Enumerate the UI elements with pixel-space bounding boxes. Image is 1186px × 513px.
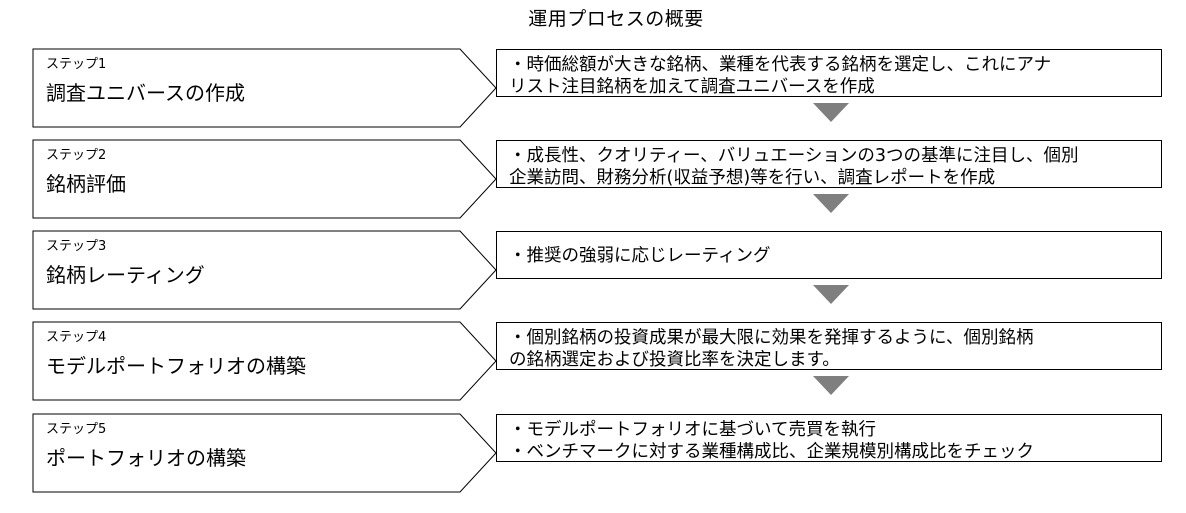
step-pentagon-shape: [32, 139, 497, 219]
step-pentagon: ステップ5 ポートフォリオの構築: [32, 413, 497, 493]
diagram-title: 運用プロセスの概要: [0, 4, 1186, 31]
step-pentagon-outline: [32, 321, 497, 401]
step-description-line: リスト注目銘柄を加えて調査ユニバースを作成: [509, 77, 875, 97]
step-name: モデルポートフォリオの構築: [46, 354, 306, 378]
down-arrow-icon: [813, 376, 849, 395]
down-arrow-icon: [813, 103, 849, 122]
step-pentagon-shape: [32, 48, 497, 128]
step-description-line: の銘柄選定および投資比率を決定します。: [509, 350, 840, 370]
step-pentagon-outline: [32, 139, 497, 219]
step-row: ステップ2 銘柄評価 ・成長性、クオリティー、バリュエーションの3つの基準に注目し、…: [0, 139, 1186, 219]
step-description-line: ・ベンチマークに対する業種構成比、企業規模別構成比をチェック: [509, 442, 1034, 462]
step-name: ポートフォリオの構築: [46, 446, 246, 470]
step-description-box: ・モデルポートフォリオに基づいて売買を執行・ベンチマークに対する業種構成比、企業…: [496, 414, 1162, 462]
step-description-line: ・推奨の強弱に応じレーティング: [509, 246, 771, 266]
step-pentagon-outline: [32, 413, 497, 493]
step-description-line: ・成長性、クオリティー、バリュエーションの3つの基準に注目し、個別: [509, 146, 1079, 166]
step-name: 調査ユニバースの作成: [46, 81, 245, 105]
step-pentagon-shape: [32, 230, 497, 310]
step-description-box: ・時価総額が大きな銘柄、業種を代表する銘柄を選定し、これにアナリスト注目銘柄を加…: [496, 49, 1162, 97]
step-pentagon: ステップ4 モデルポートフォリオの構築: [32, 321, 497, 401]
step-label: ステップ2: [46, 148, 107, 163]
step-label: ステップ5: [46, 422, 107, 437]
down-arrow-shape: [813, 103, 849, 122]
step-description-line: ・モデルポートフォリオに基づいて売買を執行: [509, 420, 876, 440]
step-pentagon: ステップ3 銘柄レーティング: [32, 230, 497, 310]
step-pentagon-shape: [32, 321, 497, 401]
step-description-box: ・推奨の強弱に応じレーティング: [496, 231, 1162, 279]
step-description-line: ・時価総額が大きな銘柄、業種を代表する銘柄を選定し、これにアナ: [509, 55, 1052, 75]
step-pentagon-outline: [32, 230, 497, 310]
step-description-box: ・成長性、クオリティー、バリュエーションの3つの基準に注目し、個別企業訪問、財務…: [496, 140, 1162, 188]
step-label: ステップ4: [46, 330, 107, 345]
down-arrow-icon: [813, 285, 849, 304]
step-pentagon-shape: [32, 413, 497, 493]
step-row: ステップ1 調査ユニバースの作成 ・時価総額が大きな銘柄、業種を代表する銘柄を選定し…: [0, 48, 1186, 128]
down-arrow-shape: [813, 194, 849, 213]
step-pentagon-outline: [32, 48, 497, 128]
step-label: ステップ3: [46, 239, 107, 254]
step-row: ステップ4 モデルポートフォリオの構築 ・個別銘柄の投資成果が最大限に効果を発揮する…: [0, 321, 1186, 401]
down-arrow-shape: [813, 285, 849, 304]
step-description-box: ・個別銘柄の投資成果が最大限に効果を発揮するように、個別銘柄の銘柄選定および投資…: [496, 322, 1162, 370]
down-arrow-shape: [813, 376, 849, 395]
step-description-line: ・個別銘柄の投資成果が最大限に効果を発揮するように、個別銘柄: [509, 328, 1034, 348]
step-row: ステップ5 ポートフォリオの構築 ・モデルポートフォリオに基づいて売買を執行・ベンチ…: [0, 413, 1186, 493]
step-name: 銘柄レーティング: [46, 263, 205, 287]
step-row: ステップ3 銘柄レーティング ・推奨の強弱に応じレーティング: [0, 230, 1186, 310]
step-label: ステップ1: [46, 57, 107, 72]
diagram-title-text: 運用プロセスの概要: [528, 8, 704, 30]
step-pentagon: ステップ1 調査ユニバースの作成: [32, 48, 497, 128]
step-name: 銘柄評価: [46, 172, 126, 196]
step-description-line: 企業訪問、財務分析(収益予想)等を行い、調査レポートを作成: [509, 168, 996, 188]
down-arrow-icon: [813, 194, 849, 213]
step-pentagon: ステップ2 銘柄評価: [32, 139, 497, 219]
